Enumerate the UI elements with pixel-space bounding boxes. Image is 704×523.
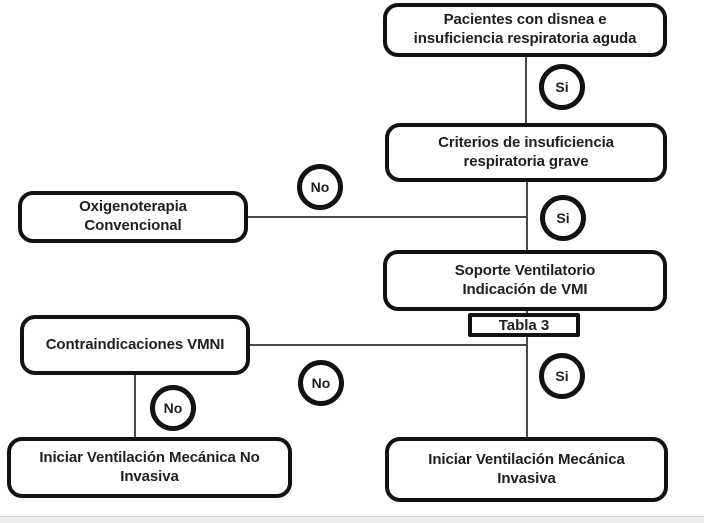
node-noninvasive-label: Iniciar Ventilación Mecánica No Invasiva [39, 448, 260, 485]
connector-support-to-contraindications [250, 344, 528, 346]
node-oxygen-label: Oxigenoterapia Convencional [79, 198, 187, 234]
connector-contraindications-to-noninvasive [134, 373, 136, 437]
node-conventional-oxygen: Oxigenoterapia Convencional [18, 191, 248, 243]
node-invasive-label: Iniciar Ventilación Mecánica Invasiva [428, 450, 625, 487]
decision-si-criteria: Si [539, 64, 585, 110]
decision-si-support: Si [540, 195, 586, 241]
node-severe-failure-criteria: Criterios de insuficiencia respiratoria … [385, 123, 667, 182]
node-vmni-contraindications: Contraindicaciones VMNI [20, 315, 250, 375]
node-criteria-label: Criterios de insuficiencia respiratoria … [438, 133, 614, 170]
node-table-3-reference: Tabla 3 [468, 313, 580, 337]
node-ventilatory-support: Soporte Ventilatorio Indicación de VMI [383, 250, 667, 311]
decision-no-oxygen-label: No [310, 179, 330, 195]
node-support-label: Soporte Ventilatorio Indicación de VMI [454, 261, 596, 298]
table-3-label: Tabla 3 [498, 316, 550, 334]
connector-support-to-invasive [526, 309, 528, 437]
node-start-noninvasive-ventilation: Iniciar Ventilación Mecánica No Invasiva [7, 437, 292, 498]
decision-no-vmni-label: No [311, 375, 331, 391]
decision-si-criteria-label: Si [555, 79, 569, 95]
decision-si-support-label: Si [556, 210, 570, 226]
connector-patients-to-criteria [525, 57, 527, 123]
decision-si-invasive: Si [539, 353, 585, 399]
decision-no-noninvasive-label: No [163, 400, 183, 416]
decision-no-noninvasive: No [150, 385, 196, 431]
decision-no-vmni: No [298, 360, 344, 406]
connector-criteria-to-oxygen [248, 216, 528, 218]
node-patients-label: Pacientes con disnea e insuficiencia res… [413, 11, 637, 47]
decision-no-oxygen: No [297, 164, 343, 210]
decision-si-invasive-label: Si [555, 368, 569, 384]
node-patients-dyspnea: Pacientes con disnea e insuficiencia res… [383, 3, 667, 57]
node-contraindications-label: Contraindicaciones VMNI [45, 335, 225, 353]
node-start-invasive-ventilation: Iniciar Ventilación Mecánica Invasiva [385, 437, 668, 502]
bottom-divider-band [0, 516, 704, 523]
